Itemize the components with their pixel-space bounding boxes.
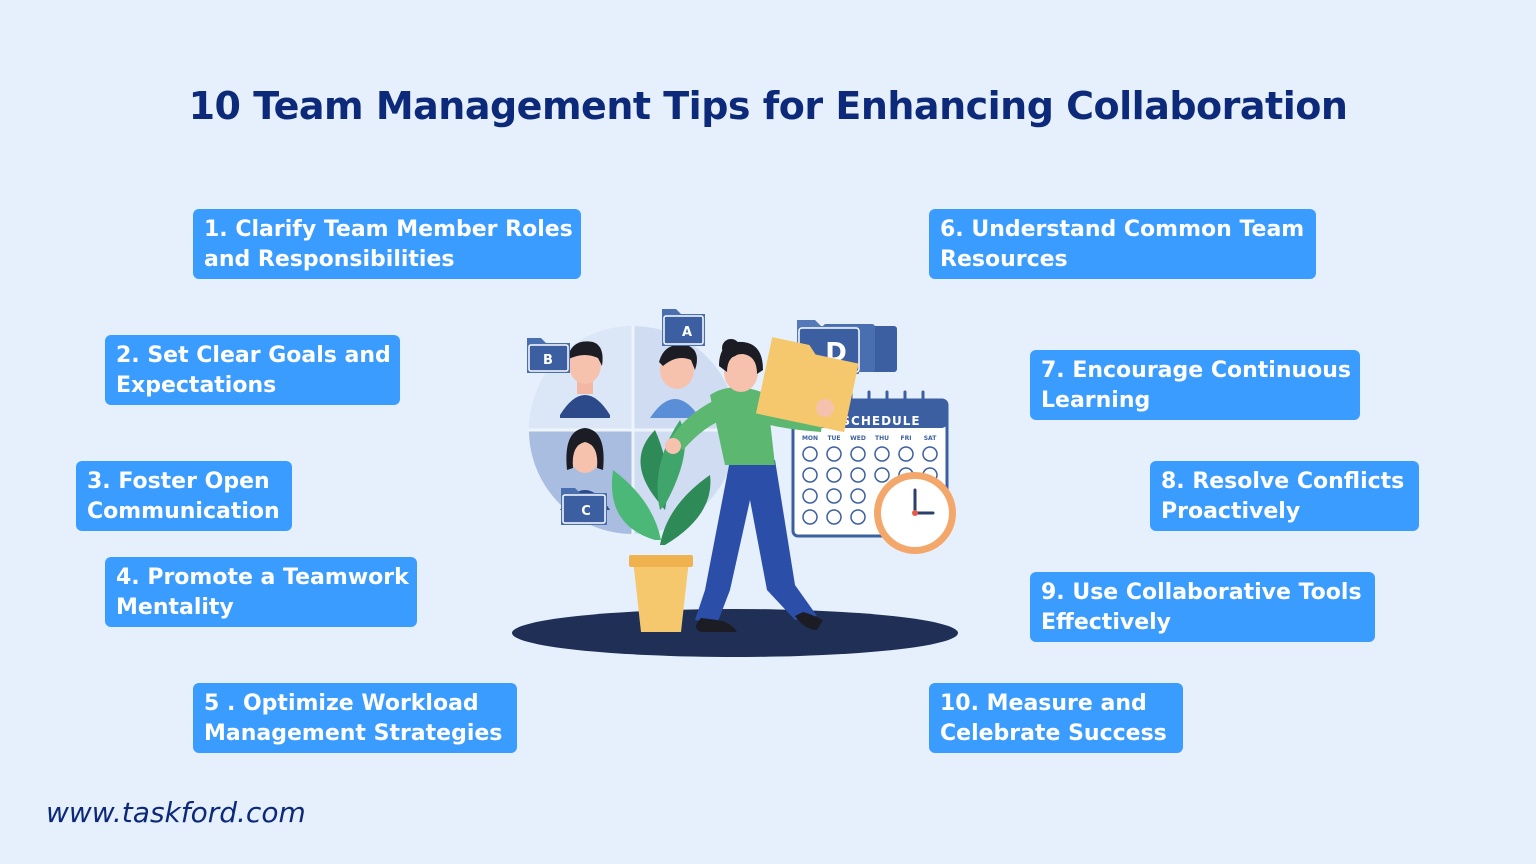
page-title: 10 Team Management Tips for Enhancing Co… [188,84,1348,128]
woman-figure [665,337,859,632]
tip-4: 4. Promote a Teamwork Mentality [105,557,417,627]
tip-10-line2: Celebrate Success [940,721,1167,746]
tip-5-line1: 5 . Optimize Workload [204,691,479,716]
tip-8-line2: Proactively [1161,499,1301,524]
tip-3: 3. Foster Open Communication [76,461,292,531]
footer-url: www.taskford.com [46,796,306,829]
tip-5: 5 . Optimize Workload Management Strateg… [193,683,517,753]
tip-8: 8. Resolve Conflicts Proactively [1150,461,1419,531]
tip-2-line2: Expectations [116,373,277,398]
avatar-person-a [650,344,700,418]
tip-6-line1: 6. Understand Common Team [940,217,1305,242]
tip-8-line1: 8. Resolve Conflicts [1161,469,1405,494]
day-fri: FRI [901,435,912,442]
calendar-label: SCHEDULE [841,414,920,428]
tip-10-line1: 10. Measure and [940,691,1147,716]
tip-1-line2: and Responsibilities [204,247,455,272]
plant-icon [611,420,711,632]
clock-icon [874,472,956,554]
day-sat: SAT [924,435,937,442]
avatar-person-b [560,341,610,418]
tip-2-line1: 2. Set Clear Goals and [116,343,391,368]
ground-shadow [512,609,958,657]
tip-4-line2: Mentality [116,595,234,620]
tip-3-line2: Communication [87,499,280,524]
tip-4-line1: 4. Promote a Teamwork [116,565,409,590]
folder-a-icon: A [662,309,705,346]
tip-2: 2. Set Clear Goals and Expectations [105,335,400,405]
day-tue: TUE [827,435,840,442]
day-wed: WED [850,435,866,442]
tip-3-line1: 3. Foster Open [87,469,270,494]
folder-c-label: C [581,504,591,519]
tip-7-line1: 7. Encourage Continuous [1041,358,1352,383]
tip-5-line2: Management Strategies [204,721,503,746]
folder-a-label: A [682,325,692,340]
day-mon: MON [802,435,818,442]
tip-1-line1: 1. Clarify Team Member Roles [204,217,573,242]
tip-7-line2: Learning [1041,388,1151,413]
calendar-grid [802,446,938,525]
tip-9: 9. Use Collaborative Tools Effectively [1030,572,1375,642]
folder-b-label: B [543,353,553,368]
team-illustration: B A C D SCHEDULE MON TUE WED T [512,309,958,657]
folder-c-icon: C [561,488,607,525]
tip-6-line2: Resources [940,247,1068,272]
tip-7: 7. Encourage Continuous Learning [1030,350,1360,420]
tip-9-line1: 9. Use Collaborative Tools [1041,580,1362,605]
folder-b-icon: B [527,338,570,373]
tip-1: 1. Clarify Team Member Roles and Respons… [193,209,581,279]
day-thu: THU [875,435,889,442]
tip-10: 10. Measure and Celebrate Success [929,683,1183,753]
tip-6: 6. Understand Common Team Resources [929,209,1316,279]
tip-9-line2: Effectively [1041,610,1172,635]
